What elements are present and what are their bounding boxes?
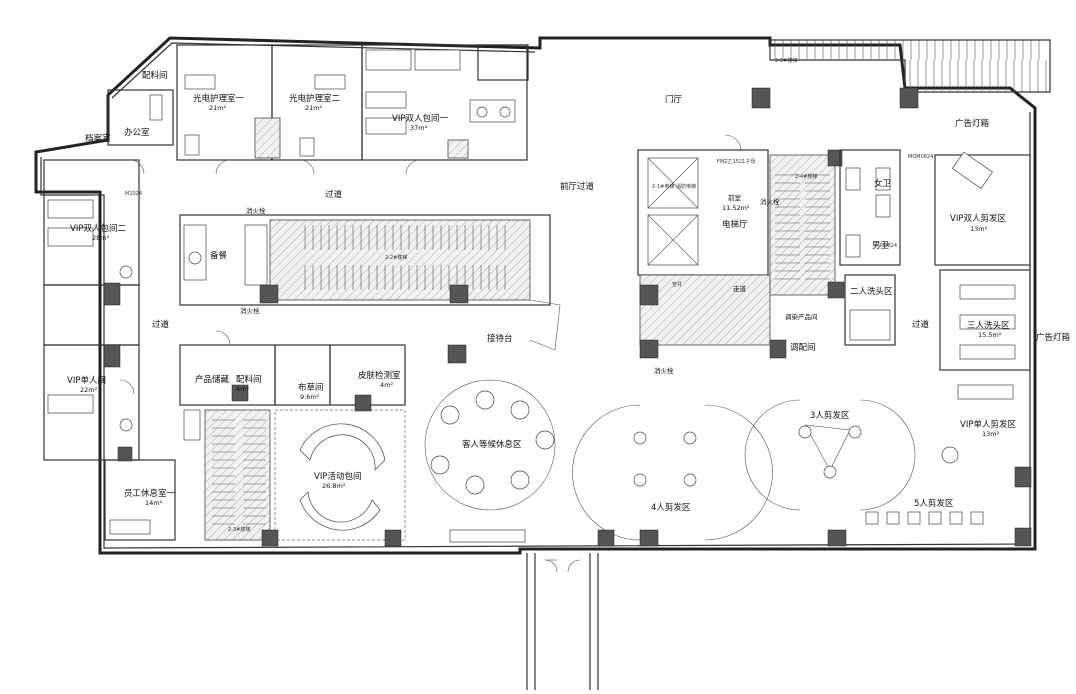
label-staff-rest: 员工休息室一 <box>124 488 176 499</box>
label-reception: 接待台 <box>487 333 513 344</box>
label-fire-hydrant-1: 消火栓 <box>246 206 266 215</box>
label-vip-double-1-area: 37m² <box>410 124 428 132</box>
cutting-station <box>928 511 942 525</box>
label-vip-double-2: VIP双人包间二 <box>70 223 126 234</box>
label-dispensing-2: 配料间 <box>236 374 262 385</box>
label-front-corridor: 前厅过道 <box>560 181 595 192</box>
label-fire-hydrant-3: 消火栓 <box>654 366 674 375</box>
label-elevator-note: 2-1#电梯 消防电梯 <box>652 183 696 190</box>
label-skin-test-area: 4m² <box>380 381 393 389</box>
top-rooms <box>176 44 529 161</box>
label-door-code-1: M1024 <box>125 191 142 197</box>
right-wing-rooms <box>751 87 1032 547</box>
label-staff-rest-area: 14m² <box>145 499 163 507</box>
label-vip-activity-area: 26.8m² <box>322 482 346 490</box>
label-male-wc: 男卫 <box>872 241 890 251</box>
label-stair-22: 2-2#楼梯 <box>385 254 407 261</box>
cutting-station <box>949 511 963 525</box>
label-mixing: 调配间 <box>790 343 816 353</box>
label-skin-test: 皮肤检测室 <box>358 370 401 381</box>
label-vip-double-1: VIP双人包间一 <box>392 113 448 124</box>
label-waiting: 客人等候休息区 <box>462 439 522 450</box>
label-dye-area: 调染产品间 <box>785 312 818 321</box>
label-corridor-right: 过道 <box>912 319 930 330</box>
label-lounge: 前室 <box>728 193 742 202</box>
label-light-box-1: 广告灯箱 <box>955 118 990 129</box>
cutting-station <box>865 511 879 525</box>
label-four-cut: 4人剪发区 <box>651 502 691 513</box>
label-product-store-area: 4m² <box>236 385 249 393</box>
label-linen: 布草间 <box>298 382 324 393</box>
waiting-area <box>424 299 561 543</box>
label-stair-24: 2-4#楼梯 <box>795 173 817 180</box>
label-vip-single: VIP单人间 <box>67 375 106 386</box>
label-fire-hydrant-4: 消火栓 <box>760 197 780 206</box>
label-storage: 备餐 <box>210 250 228 261</box>
label-corridor-top: 过道 <box>325 189 343 200</box>
label-fire-hydrant-2: 消火栓 <box>240 306 260 315</box>
cutting-station <box>886 511 900 525</box>
label-archive: 档案室 <box>85 133 111 144</box>
cutting-station <box>907 511 921 525</box>
label-office: 办公室 <box>124 127 150 138</box>
label-vip-single-cut-area: 13m² <box>982 430 1000 438</box>
label-corridor-left: 过道 <box>152 319 170 330</box>
label-vip-double-2-area: 28m² <box>92 234 110 242</box>
room-labels: 档案室 配料间 办公室 光电护理室一 21m² 光电护理室二 21m² VIP双… <box>67 70 1071 513</box>
label-vip-double-cut: VIP双人剪发区 <box>950 213 1006 224</box>
label-light-box-2: 广告灯箱 <box>1036 332 1071 343</box>
label-door-code-2: M0824 <box>880 243 897 249</box>
label-stair-25: 2-5#楼梯 <box>775 57 797 64</box>
label-shaft: 管井 <box>672 281 682 288</box>
label-lounge-area: 11.52m² <box>722 204 750 212</box>
annotation-labels: 消火栓 消火栓 消火栓 消火栓 2-2#楼梯 2-3#楼梯 2-4#楼梯 2-5… <box>125 57 933 533</box>
label-stair-23: 2-3#楼梯 <box>228 526 250 533</box>
label-product-store: 产品储藏 <box>195 374 230 385</box>
label-dispensing: 配料间 <box>142 70 168 81</box>
label-fire-door: FMZ乙1521子母 <box>717 158 755 165</box>
label-three-wash-area: 15.5m² <box>978 331 1002 339</box>
label-elevator-hall: 电梯厅 <box>722 219 748 230</box>
central-block <box>179 214 551 306</box>
label-corridor-walk: 走道 <box>733 284 747 293</box>
label-vip-double-cut-area: 13m² <box>970 225 988 233</box>
label-two-wash: 二人洗头区 <box>850 286 893 297</box>
label-vip-single-area: 22m² <box>80 386 98 394</box>
lower-middle-rooms <box>179 344 467 547</box>
entrance-corridor <box>526 553 599 690</box>
exterior-stair <box>769 39 1051 93</box>
label-female-wc: 女卫 <box>874 178 892 189</box>
label-vip-single-cut: VIP单人剪发区 <box>960 419 1016 430</box>
left-wing-rooms <box>43 89 176 541</box>
label-vip-activity: VIP活动包间 <box>314 471 361 482</box>
label-door-code-3: MQM0824 <box>908 154 933 160</box>
label-photo-room-1-area: 21m² <box>209 104 227 112</box>
label-linen-area: 9.6m² <box>300 393 320 401</box>
label-three-cut: 3人剪发区 <box>810 410 850 421</box>
corridor-doors <box>119 134 742 395</box>
label-five-cut: 5人剪发区 <box>914 498 954 509</box>
label-photo-room-1: 光电护理室一 <box>193 93 245 104</box>
label-photo-room-2: 光电护理室二 <box>289 93 341 104</box>
lift-core <box>637 149 845 359</box>
cutting-station <box>970 511 984 525</box>
label-photo-room-2-area: 21m² <box>305 104 323 112</box>
label-lobby: 门厅 <box>665 94 683 105</box>
label-three-wash: 三人洗头区 <box>967 320 1010 331</box>
cutting-areas <box>572 399 984 547</box>
